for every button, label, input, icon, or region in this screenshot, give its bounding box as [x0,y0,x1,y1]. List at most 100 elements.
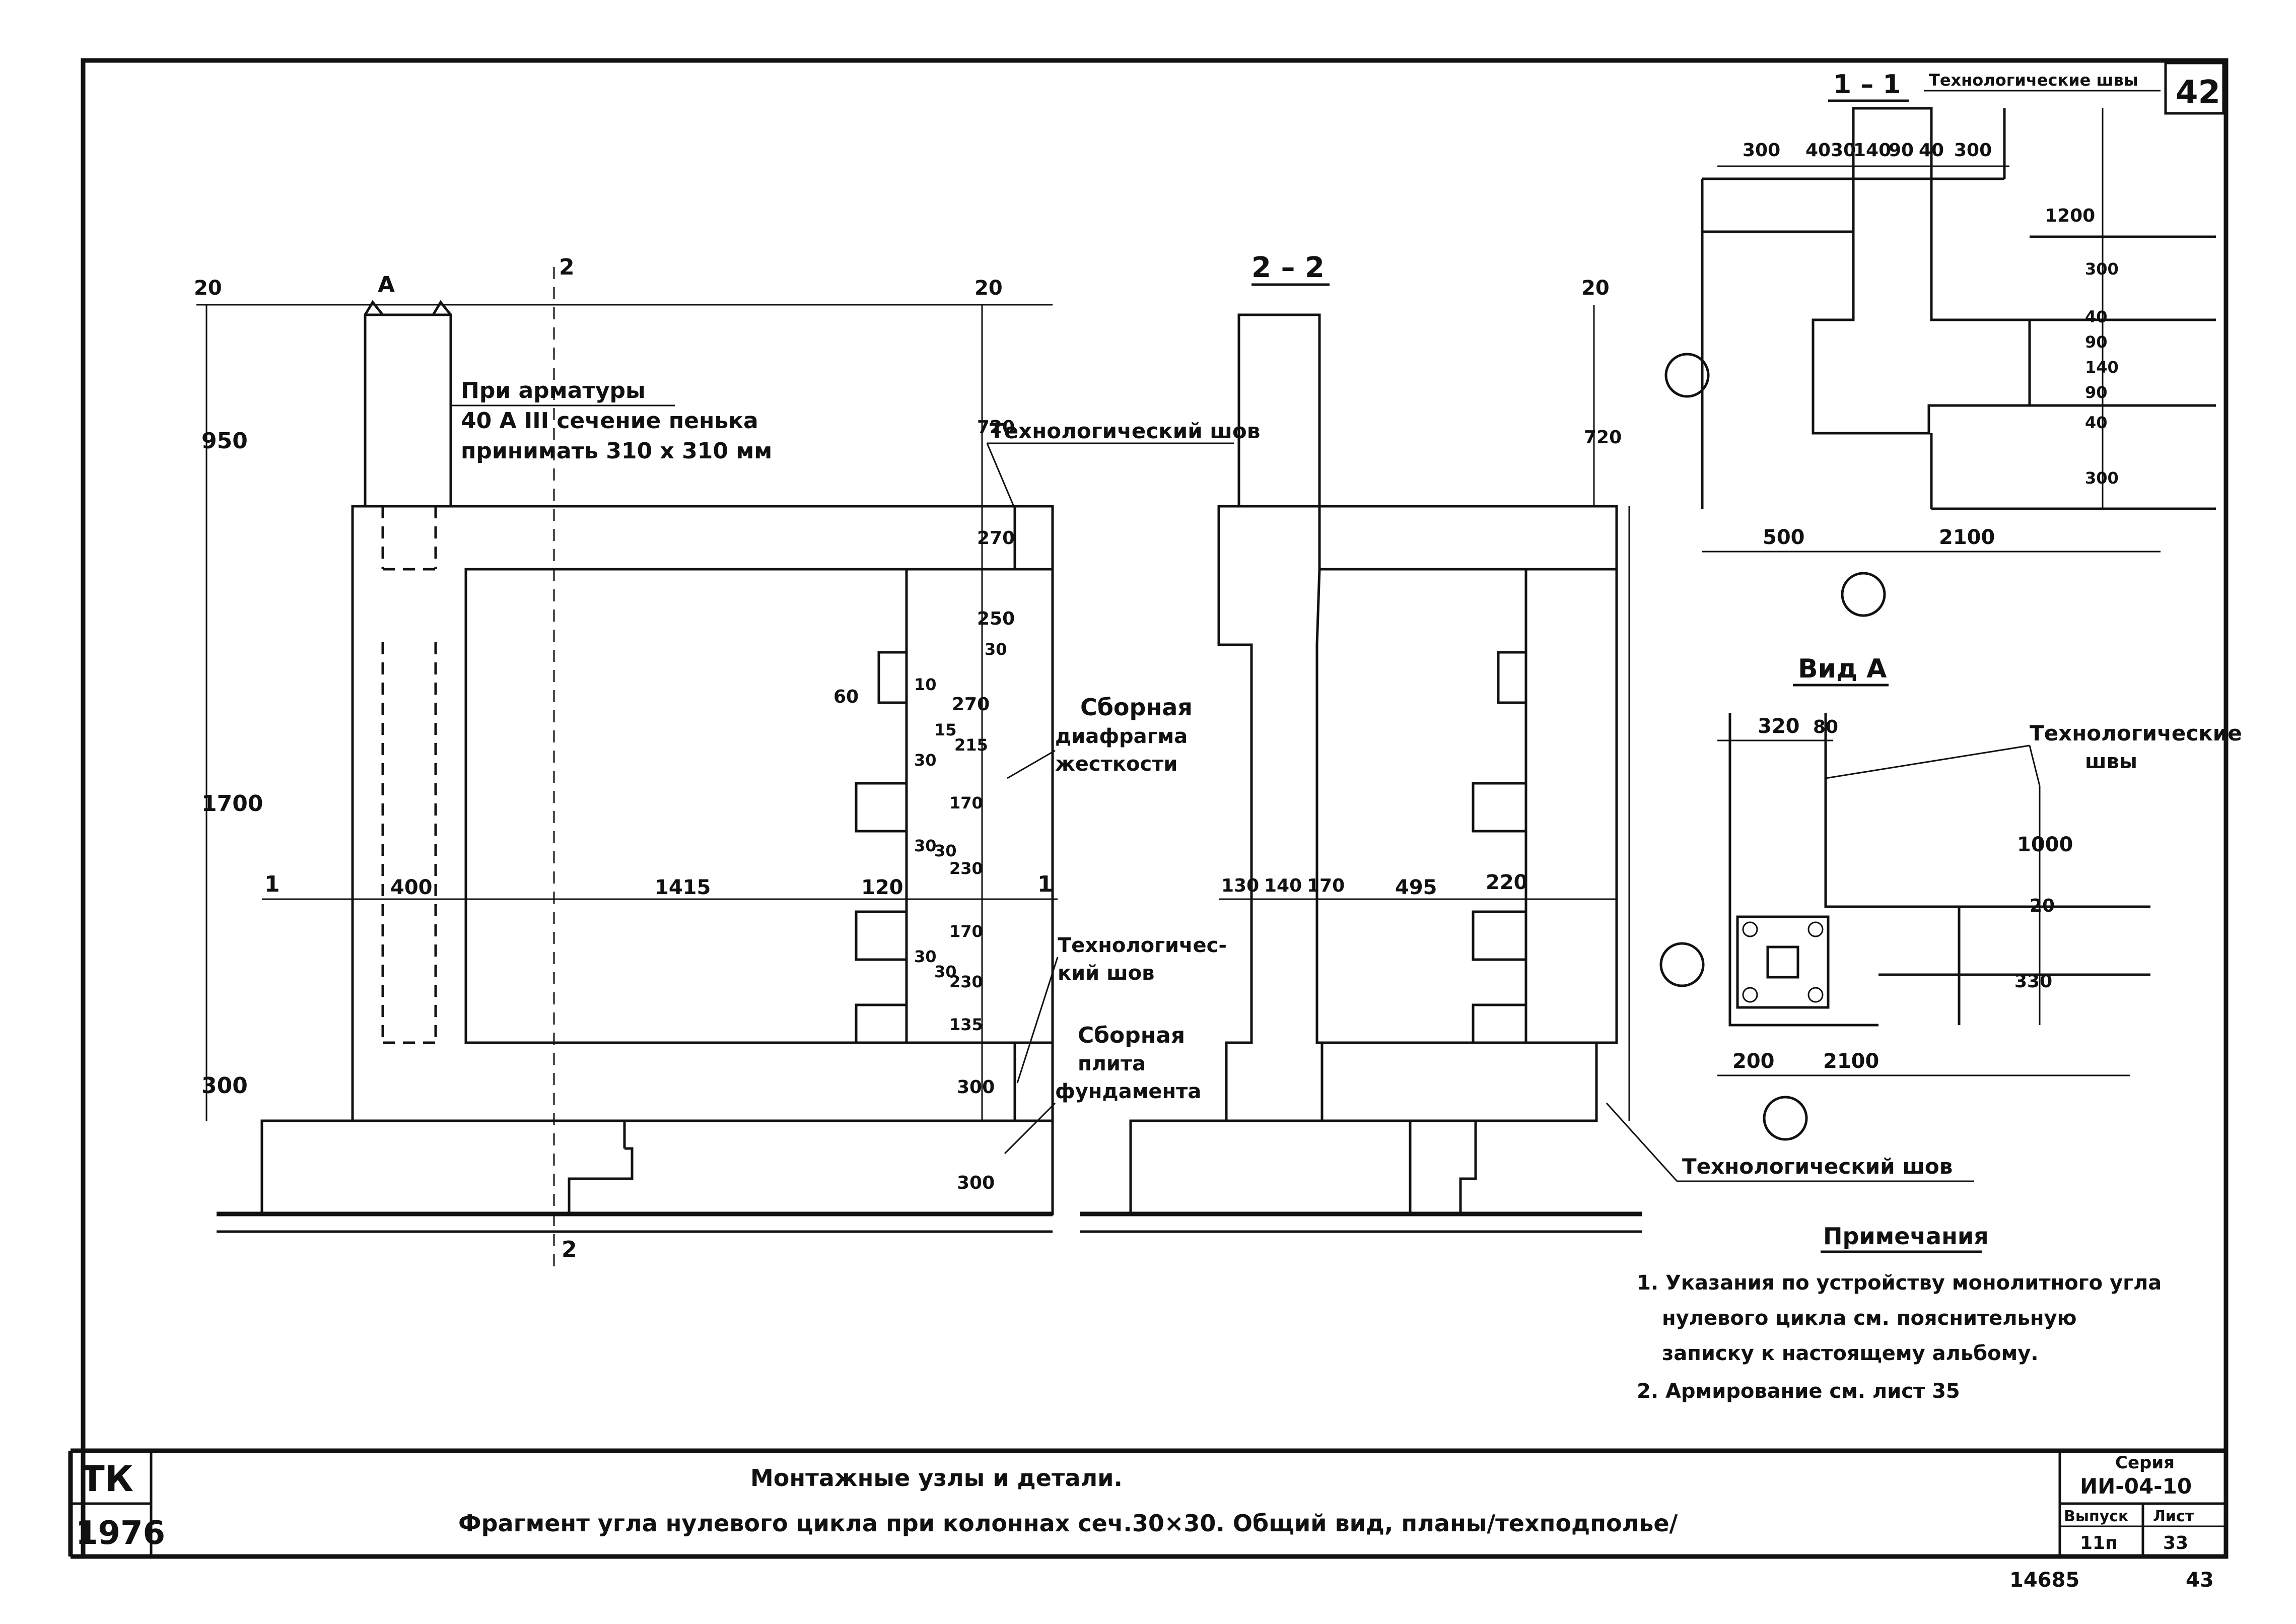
s11-label-joints: Технологические швы [1929,71,2138,90]
s22-joint-leader [1606,1102,1678,1182]
s11-dim-140: 140 [1853,140,1891,161]
s11-axis-bottom [1841,572,1886,617]
footer-number-right: 43 [2186,1569,2214,1592]
s22-dim-220: 220 [1486,871,1528,894]
section-1-1: 1 – 1 Технологические швы 300 40 30 140 … [1664,70,2216,617]
dim-120: 120 [861,876,903,899]
dim-30a: 30 [985,640,1007,659]
view-a-dim-2100: 2100 [1823,1050,1879,1073]
s11-hatched [1812,107,2031,435]
label-a: А [378,272,395,298]
diaphragm-teeth [855,651,907,1043]
s11-dim-1200: 1200 [2045,206,2095,226]
s11-dim-40d: 40 [2085,413,2108,432]
s11-dim-90b: 90 [2085,383,2108,402]
s22-dim-130: 130 [1221,875,1259,896]
leader-joint-mid [1016,957,1059,1084]
s11-dim-40c: 40 [2085,307,2108,326]
rebar-note-line1: При арматуры [461,378,646,403]
view-a-bolt-2 [1807,921,1824,937]
section-mark-1-right: 1 [1037,871,1053,897]
view-a-axis-bottom [1763,1096,1808,1141]
label-diaphragm-3: жесткости [1055,753,1177,776]
title-line-1: Монтажные узлы и детали. [750,1464,1123,1492]
dim-300-right-b: 300 [957,1173,995,1193]
label-foundation-1: Сборная [1078,1023,1185,1048]
view-a-dim-20: 20 [2030,896,2055,916]
dim-60: 60 [833,687,859,707]
s11-dim-500: 500 [1763,526,1805,549]
foundation-slab [260,1119,1054,1215]
issue-label: Выпуск [2064,1508,2128,1525]
s22-teeth [1472,651,1526,1043]
view-a-axis-left [1659,942,1705,987]
s22-dim-170: 170 [1307,875,1345,896]
s11-axis-left [1664,353,1710,398]
view-a-joint-leader-2 [2029,745,2041,786]
dim-300-right-a: 300 [957,1077,995,1098]
dim-1415: 1415 [655,876,711,899]
s22-dim-20: 20 [1581,277,1610,300]
dim-20-right: 20 [975,277,1003,300]
label-foundation-2: плита [1078,1052,1146,1075]
section-1-1-title: 1 – 1 [1833,70,1901,100]
title-org: ТК [81,1458,133,1500]
series-label: Серия [2115,1453,2175,1473]
s22-hatched-foundation [1129,1119,1412,1215]
dim-230a: 230 [949,859,983,878]
dim-170a: 170 [949,793,983,813]
label-diaphragm-2: диафрагма [1055,725,1188,748]
dim-1700: 1700 [201,791,263,817]
notes-title: Примечания [1823,1223,1989,1250]
label-foundation-3: фундамента [1055,1080,1201,1103]
leader-joint-top-2 [986,443,1016,509]
dim-400: 400 [390,876,433,899]
s11-dim-90: 90 [1889,140,1914,161]
view-a-title: Вид А [1798,654,1887,684]
view-a: Вид А 320 80 Технологические швы 1000 20… [1659,654,2242,1141]
dim-720: 720 [977,417,1015,438]
view-a-walls [1728,713,2150,1027]
s22-diaphragm [1524,568,1618,1044]
s11-dim-300b: 300 [1954,140,1992,161]
s22-hatched-column [1217,505,1324,1122]
column-stub [364,313,452,508]
dim-30b: 30 [914,751,937,770]
column-stub-top [364,300,452,316]
rebar-note-line2: 40 А III сечение пенька [461,408,758,434]
view-a-bolt-3 [1742,987,1758,1003]
dim-270: 270 [977,528,1015,549]
section-mark-1-left: 1 [264,871,280,897]
dim-300-left: 300 [201,1073,248,1099]
issue-value: 11п [2080,1533,2118,1553]
view-a-label-joints-1: Технологические [2030,721,2242,746]
dim-15: 15 [934,720,957,739]
dim-135: 135 [949,1015,983,1034]
s11-dim-300d: 300 [2085,468,2119,488]
s22-dim-140: 140 [1264,875,1302,896]
title-line-2: Фрагмент угла нулевого цикла при колонна… [458,1510,1678,1537]
cut-mark-2: 2 [559,254,575,280]
title-year: 1976 [76,1515,165,1552]
s11-walls [1701,108,2216,510]
column-dashed [381,506,437,1044]
view-a-bolt-1 [1742,921,1758,937]
s11-dim-40a: 40 [1805,140,1831,161]
page-number-box [2164,61,2225,115]
s22-dim-720: 720 [1584,427,1622,448]
foundation-steps [568,1121,634,1214]
footer-number-left: 14685 [2009,1569,2079,1592]
sheet-value: 33 [2163,1533,2188,1553]
note-line-1: 1. Указания по устройству монолитного уг… [1637,1271,2162,1295]
view-a-dim-80: 80 [1813,717,1838,737]
dim-30d: 30 [934,841,957,860]
s11-dim-40b: 40 [1919,140,1944,161]
elevation-view: 20 20 А 2 2 1 1 950 1700 300 720 270 250… [194,254,1260,1269]
notes-block: Примечания 1. Указания по устройству мон… [1637,1223,2162,1403]
series-value: ИИ-04-10 [2080,1474,2192,1499]
view-a-dim-330: 330 [2014,971,2052,992]
label-joint-mid-2: кий шов [1058,962,1154,985]
view-a-bolt-4 [1807,987,1824,1003]
s22-label-joint: Технологический шов [1682,1154,1953,1179]
view-a-dim-200: 200 [1732,1050,1775,1073]
